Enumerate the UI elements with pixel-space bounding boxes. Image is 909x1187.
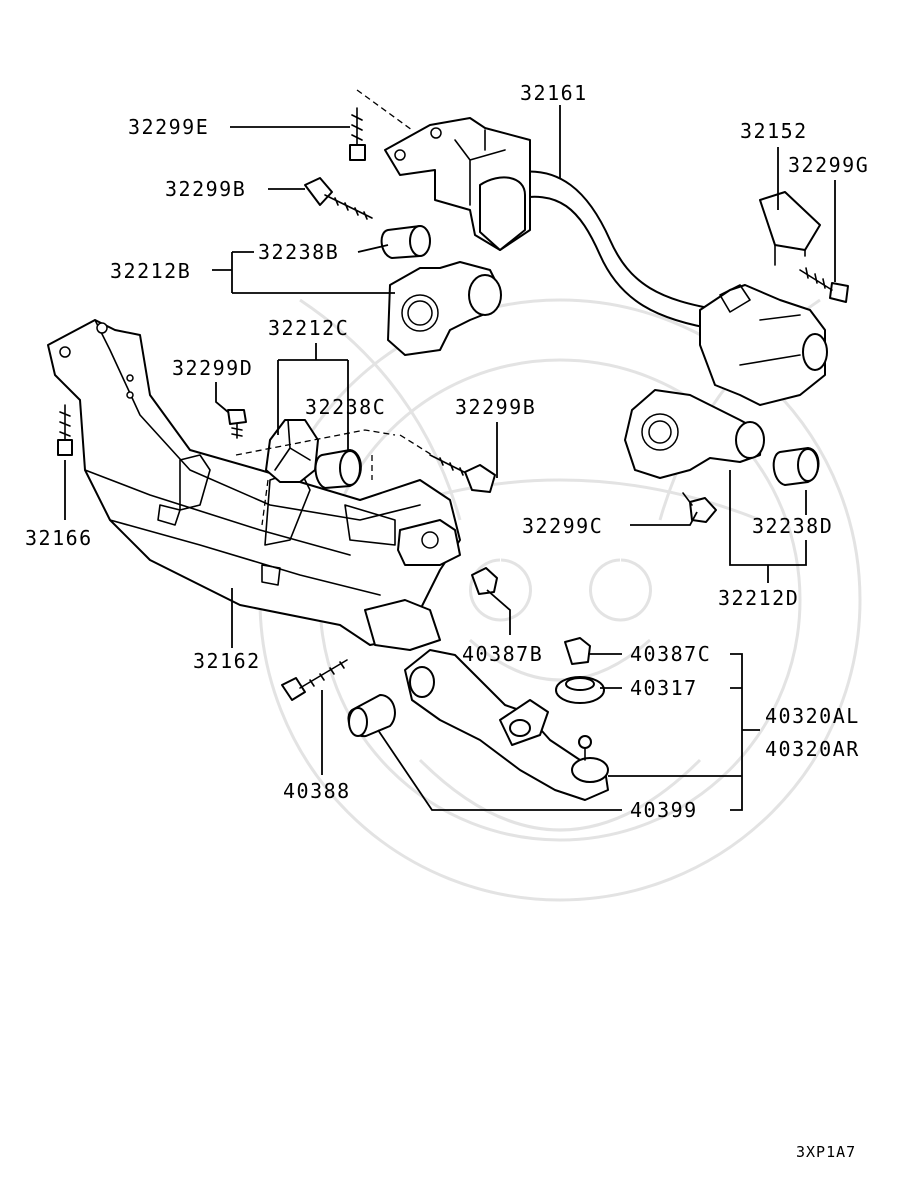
label-32299C: 32299C <box>522 514 603 538</box>
label-40387B: 40387B <box>462 642 543 666</box>
label-40399: 40399 <box>630 798 698 822</box>
label-32161: 32161 <box>520 81 588 105</box>
label-32299D: 32299D <box>172 356 253 380</box>
label-40387C: 40387C <box>630 642 711 666</box>
diagram-code: 3XP1A7 <box>796 1143 856 1161</box>
label-32299B-top: 32299B <box>165 177 246 201</box>
guide-32212C-down <box>261 479 269 526</box>
label-40320AL: 40320AL <box>765 704 860 728</box>
bracket-32152 <box>759 191 821 266</box>
bushing-40317 <box>555 676 605 704</box>
guide-32212C <box>235 429 396 456</box>
bracket-32212C <box>265 419 319 483</box>
bolt-40388 <box>281 659 348 701</box>
part-labels: 32161 32299E 32152 32299G 32299B 32238B … <box>25 81 869 1161</box>
bushing-32238D <box>772 447 820 486</box>
bolt-32166 <box>57 404 73 456</box>
bracket-32212D <box>624 389 765 479</box>
label-32299E: 32299E <box>128 115 209 139</box>
label-32212B: 32212B <box>110 259 191 283</box>
label-32238C: 32238C <box>305 395 386 419</box>
bolt-32299B-mid <box>429 454 496 493</box>
bushing-40399 <box>347 694 396 738</box>
label-32166: 32166 <box>25 526 93 550</box>
label-32238D: 32238D <box>752 514 833 538</box>
bolt-32299D <box>227 409 247 439</box>
bolt-32299E <box>349 107 366 161</box>
label-32152: 32152 <box>740 119 808 143</box>
nut-40387B <box>471 567 498 595</box>
bushing-32238B <box>380 225 431 259</box>
lower-arm-40320 <box>404 649 609 801</box>
bolt-32299G <box>799 267 849 303</box>
label-32212C: 32212C <box>268 316 349 340</box>
label-32212D: 32212D <box>718 586 799 610</box>
label-40388: 40388 <box>283 779 351 803</box>
label-32162: 32162 <box>193 649 261 673</box>
bracket-32212B <box>387 261 502 356</box>
bolt-32299B-top <box>304 177 373 220</box>
label-32299G: 32299G <box>788 153 869 177</box>
guide-32299B-mid <box>399 434 433 456</box>
nut-40387C <box>564 637 591 665</box>
crossmember-32162 <box>47 319 461 651</box>
label-40320AR: 40320AR <box>765 737 860 761</box>
leader-lines <box>64 105 836 811</box>
stabilizer-bar <box>384 117 828 406</box>
guide-32299E <box>356 89 413 131</box>
label-32238B: 32238B <box>258 240 339 264</box>
label-32299B-mid: 32299B <box>455 395 536 419</box>
nut-32299C <box>682 492 717 523</box>
bushing-32238C <box>314 449 362 489</box>
label-40317: 40317 <box>630 676 698 700</box>
